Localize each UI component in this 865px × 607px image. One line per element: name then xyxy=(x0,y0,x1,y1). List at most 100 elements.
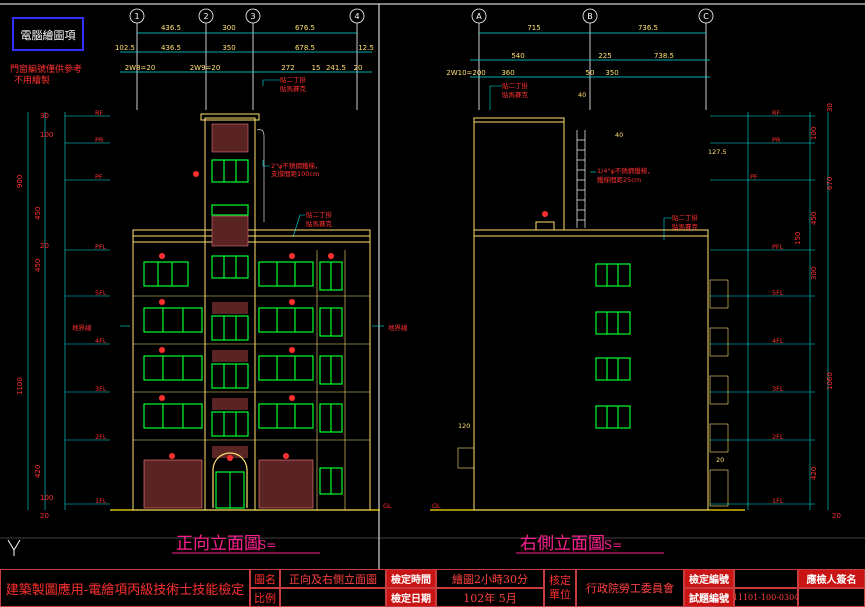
svg-text:120: 120 xyxy=(458,422,470,430)
svg-text:127.5: 127.5 xyxy=(708,148,727,156)
svg-text:20: 20 xyxy=(716,456,724,464)
front-grid-4: 4 xyxy=(354,12,359,21)
svg-text:貼二丁掛: 貼二丁掛 xyxy=(672,213,699,222)
svg-text:RF: RF xyxy=(772,109,781,117)
code-value xyxy=(734,569,798,588)
svg-text:2W10=200: 2W10=200 xyxy=(446,69,486,77)
svg-text:20: 20 xyxy=(832,512,841,520)
drawing-badge: 電腦繪圖項 xyxy=(12,17,84,51)
svg-text:20: 20 xyxy=(354,64,363,72)
svg-text:40: 40 xyxy=(615,131,623,139)
svg-text:PF: PF xyxy=(95,173,103,181)
front-entry-door xyxy=(212,452,248,509)
note-line-1: 門窗編號僅供參考 xyxy=(10,63,82,75)
svg-text:2FL: 2FL xyxy=(95,433,107,441)
unit-value: 行政院勞工委員會 xyxy=(576,569,684,607)
svg-text:436.5: 436.5 xyxy=(161,24,181,32)
svg-text:450: 450 xyxy=(34,207,42,220)
svg-text:貼馬賽克: 貼馬賽克 xyxy=(672,222,699,231)
exam-title: 建築製圖應用-電繪項丙級技術士技能檢定 xyxy=(0,569,250,607)
note-line-2: 不用繪製 xyxy=(14,74,50,86)
svg-text:300: 300 xyxy=(810,267,818,280)
svg-text:PFL: PFL xyxy=(772,243,784,251)
front-grid-3: 3 xyxy=(250,12,255,21)
svg-text:540: 540 xyxy=(511,52,524,60)
badge-text: 電腦繪圖項 xyxy=(21,28,76,42)
svg-text:436.5: 436.5 xyxy=(161,44,181,52)
svg-text:1FL: 1FL xyxy=(95,497,107,505)
svg-text:100: 100 xyxy=(810,127,818,140)
svg-text:20: 20 xyxy=(40,242,49,250)
svg-text:1060: 1060 xyxy=(826,372,834,390)
svg-text:1FL: 1FL xyxy=(772,497,784,505)
svg-text:15: 15 xyxy=(312,64,321,72)
svg-text:100: 100 xyxy=(40,131,53,139)
svg-text:PFL: PFL xyxy=(95,243,107,251)
svg-text:A: A xyxy=(476,12,482,21)
svg-text:715: 715 xyxy=(527,24,540,32)
svg-text:2W8=20: 2W8=20 xyxy=(125,64,156,72)
date-value: 102年 5月 xyxy=(436,588,544,607)
front-grid-2: 2 xyxy=(203,12,208,21)
svg-text:1100: 1100 xyxy=(16,377,24,395)
front-stair-tower xyxy=(211,123,249,458)
unit-label: 核定單位 xyxy=(544,569,576,607)
svg-text:50: 50 xyxy=(586,69,595,77)
front-grid-bubbles xyxy=(129,8,365,110)
ucs-icon xyxy=(7,539,21,556)
svg-text:5FL: 5FL xyxy=(95,289,107,297)
date-label: 檢定日期 xyxy=(386,588,436,607)
svg-text:150: 150 xyxy=(794,232,802,245)
front-ground-shutters xyxy=(143,459,314,509)
svg-text:300: 300 xyxy=(222,24,235,32)
ticket-label: 試題編號 xyxy=(684,588,734,607)
svg-text:GL: GL xyxy=(383,502,392,510)
svg-text:40: 40 xyxy=(578,91,586,99)
svg-text:450: 450 xyxy=(34,259,42,272)
svg-text:30: 30 xyxy=(40,112,49,120)
svg-text:225: 225 xyxy=(598,52,611,60)
side-elevation: A B C 715 736.5 540 225 738.5 2W10=200 3… xyxy=(430,8,841,554)
svg-text:2"ψ不銹鋼鐵梯，: 2"ψ不銹鋼鐵梯， xyxy=(271,161,321,170)
svg-text:RF: RF xyxy=(95,109,104,117)
svg-text:450: 450 xyxy=(810,212,818,225)
svg-text:鐵梯間距25cm: 鐵梯間距25cm xyxy=(597,175,641,184)
sign-label: 應檢人簽名 xyxy=(798,569,865,588)
svg-text:736.5: 736.5 xyxy=(638,24,658,32)
sign-value[interactable] xyxy=(798,588,865,607)
side-ladder xyxy=(576,130,586,228)
time-value: 繪圖2小時30分 xyxy=(436,569,544,588)
svg-text:B: B xyxy=(587,12,593,21)
ticket-value: 11101-100-0304 xyxy=(734,588,798,607)
svg-text:4FL: 4FL xyxy=(95,337,107,345)
name-label: 圖名 xyxy=(250,569,280,588)
svg-text:350: 350 xyxy=(222,44,235,52)
front-grid-1: 1 xyxy=(134,12,139,21)
svg-text:670: 670 xyxy=(826,177,834,190)
svg-text:30: 30 xyxy=(826,103,834,112)
svg-text:678.5: 678.5 xyxy=(295,44,315,52)
time-label: 檢定時間 xyxy=(386,569,436,588)
name-value: 正向及右側立面圖 xyxy=(280,569,386,588)
svg-text:100: 100 xyxy=(40,494,53,502)
svg-text:4FL: 4FL xyxy=(772,337,784,345)
title-block: 建築製圖應用-電繪項丙級技術士技能檢定 圖名 正向及右側立面圖 比例 檢定時間 … xyxy=(0,569,865,607)
svg-text:支撐間距100cm: 支撐間距100cm xyxy=(271,169,319,178)
svg-text:241.5: 241.5 xyxy=(326,64,346,72)
side-title: 右側立面圖 xyxy=(520,534,605,554)
svg-text:3FL: 3FL xyxy=(772,385,784,393)
svg-text:貼馬賽克: 貼馬賽克 xyxy=(502,90,529,99)
svg-text:GL: GL xyxy=(432,502,441,510)
svg-text:2W9=20: 2W9=20 xyxy=(190,64,221,72)
svg-text:貼馬賽克: 貼馬賽克 xyxy=(280,84,307,93)
code-label: 檢定編號 xyxy=(684,569,734,588)
svg-text:C: C xyxy=(703,12,709,21)
svg-text:貼二丁掛: 貼二丁掛 xyxy=(306,210,333,219)
side-balconies xyxy=(457,279,729,507)
svg-text:676.5: 676.5 xyxy=(295,24,315,32)
svg-text:1/4"ψ不銹鋼鐵梯，: 1/4"ψ不銹鋼鐵梯， xyxy=(597,166,654,175)
front-scale: S= xyxy=(258,538,276,552)
svg-text:PR: PR xyxy=(772,136,781,144)
svg-text:PR: PR xyxy=(95,136,104,144)
